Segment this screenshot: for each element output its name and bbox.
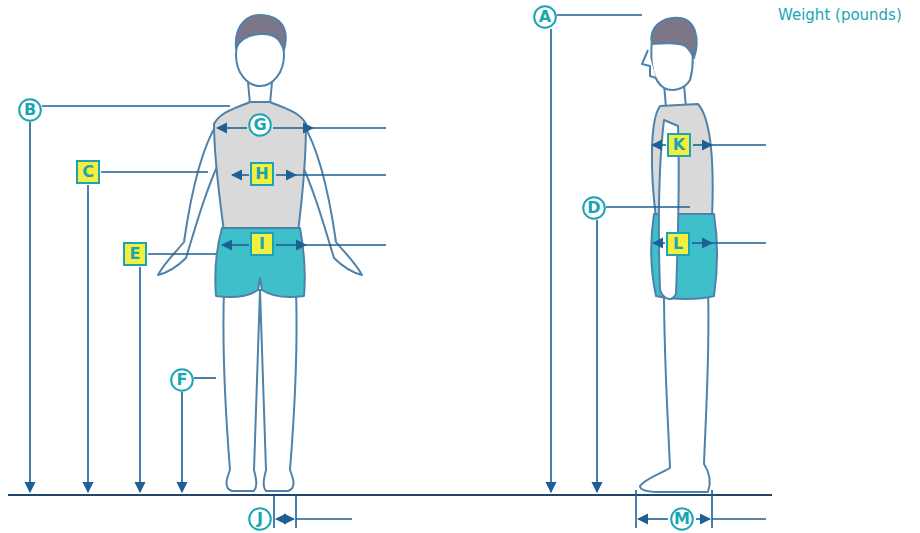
- measure-square: K: [667, 133, 691, 157]
- callout-letter: G: [253, 117, 266, 133]
- measure-circle: F: [170, 368, 194, 392]
- callout-letter: H: [255, 166, 268, 182]
- measure-square: H: [250, 162, 274, 186]
- weight-label: Weight (pounds): [778, 6, 902, 24]
- measure-circle: B: [18, 98, 42, 122]
- measure-circle: M: [670, 507, 694, 531]
- callout-letter: L: [673, 236, 683, 252]
- measure-square: E: [123, 242, 147, 266]
- callout-letter: C: [82, 164, 94, 180]
- callout-letter: E: [130, 246, 141, 262]
- callout-letter: D: [587, 200, 600, 216]
- callout-letter: F: [177, 372, 188, 388]
- callout-letter: K: [673, 137, 685, 153]
- callout-letter: A: [539, 9, 551, 25]
- measure-square: C: [76, 160, 100, 184]
- callout-letter: B: [24, 102, 36, 118]
- measure-square: I: [250, 232, 274, 256]
- measure-circle: J: [248, 507, 272, 531]
- measure-circle: A: [533, 5, 557, 29]
- callout-letter: M: [674, 511, 690, 527]
- callout-letter: I: [259, 236, 265, 252]
- measure-circle: D: [582, 196, 606, 220]
- side-figure: [640, 18, 717, 492]
- measure-lines: [8, 15, 772, 528]
- measure-square: L: [666, 232, 690, 256]
- measure-circle: G: [248, 113, 272, 137]
- callout-letter: J: [257, 511, 263, 527]
- front-figure: [158, 15, 362, 491]
